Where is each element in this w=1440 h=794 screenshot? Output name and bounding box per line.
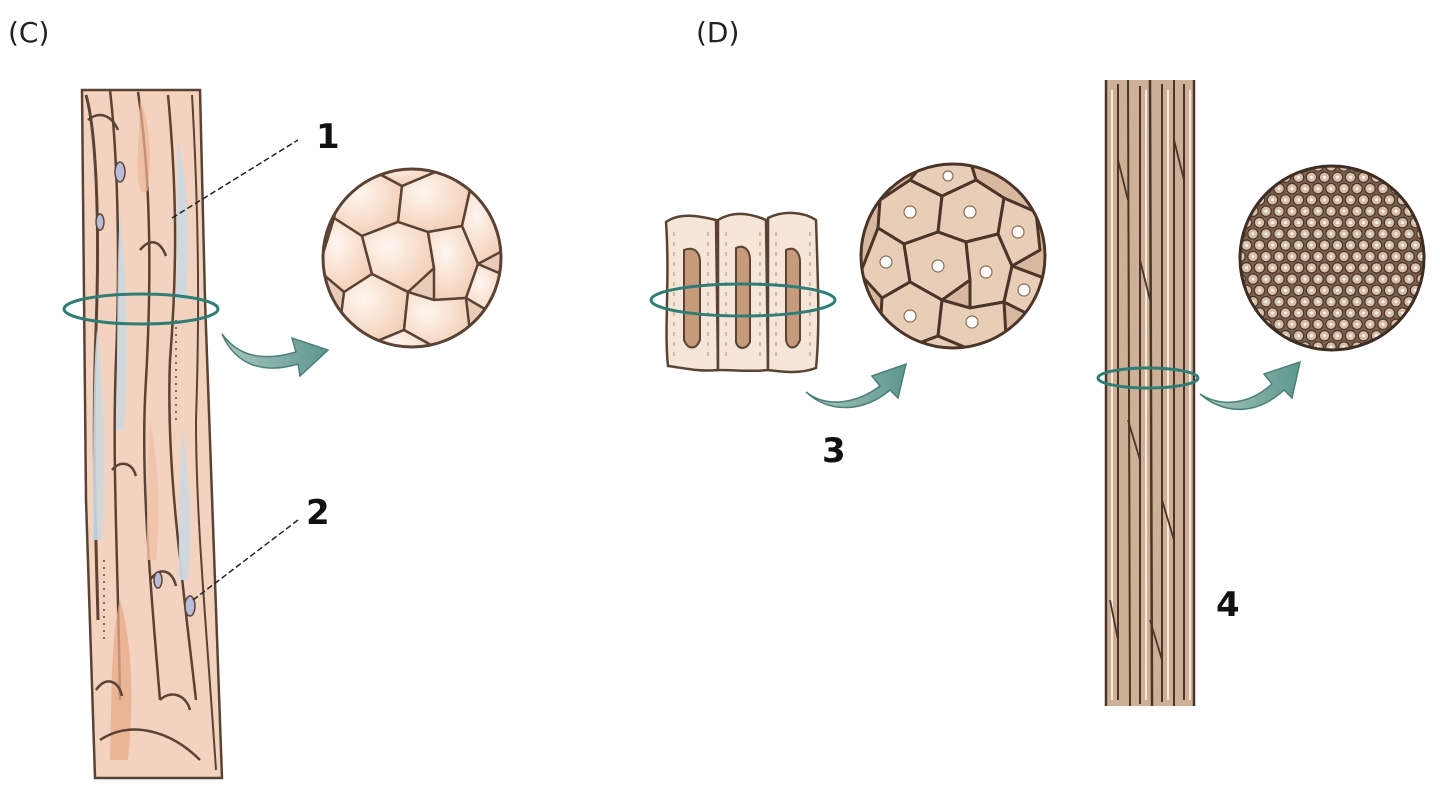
callout-4: 4	[1216, 585, 1240, 625]
callout-3: 3	[822, 431, 846, 471]
callout-2: 2	[306, 493, 330, 533]
cross-section-c	[321, 167, 503, 349]
cross-section-d2	[1238, 164, 1426, 352]
curved-arrow-icon	[221, 333, 330, 378]
leader-line-1	[171, 139, 299, 219]
leader-line-2	[192, 519, 299, 601]
curved-arrow-icon	[805, 362, 908, 409]
curved-arrow-icon	[1199, 360, 1302, 411]
cutting-ring-icon	[62, 292, 220, 326]
tissue-block-d	[664, 211, 820, 374]
callout-1: 1	[316, 117, 340, 157]
cutting-ring-icon	[1096, 366, 1200, 390]
cross-section-d1	[859, 162, 1047, 350]
tissue-strand-c	[80, 88, 224, 780]
fiber-bundle-d	[1104, 79, 1196, 707]
cutting-ring-icon	[649, 282, 837, 318]
panel-label-c: (C)	[8, 16, 49, 49]
panel-label-d: (D)	[696, 16, 739, 49]
